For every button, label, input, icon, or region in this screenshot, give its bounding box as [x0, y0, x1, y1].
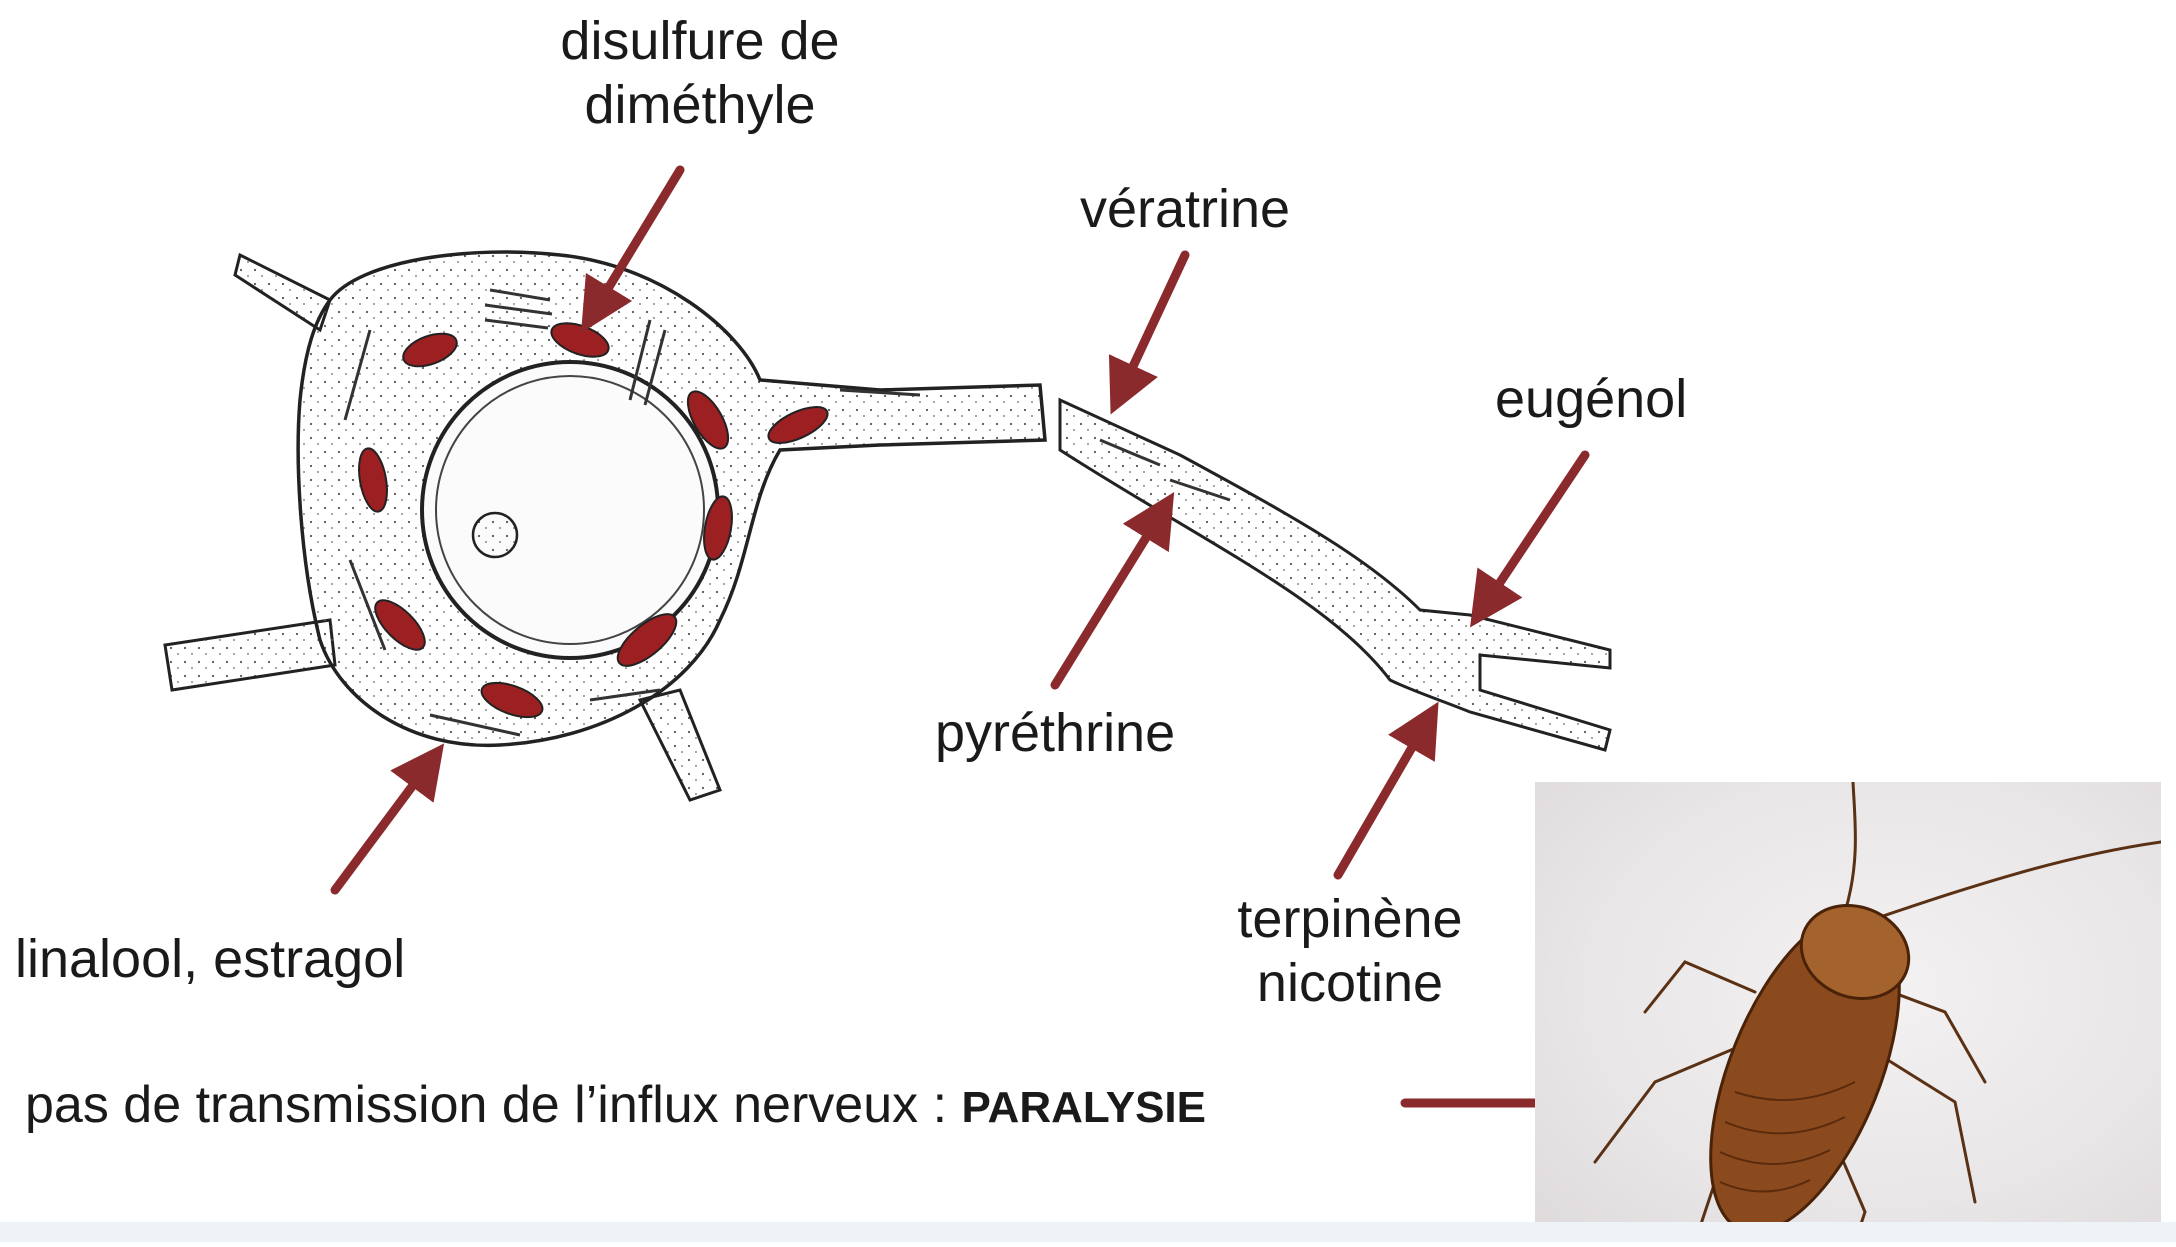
arrow-terpinene [1338, 725, 1425, 875]
label-transmission: pas de transmission de l’influx nerveux … [25, 1075, 1206, 1136]
label-linalool: linalool, estragol [15, 928, 405, 992]
bottom-strip [0, 1222, 2176, 1242]
label-disulfure: disulfure de diméthyle [510, 10, 890, 137]
cockroach-illustration [1535, 782, 2161, 1242]
transmission-text: pas de transmission de l’influx nerveux … [25, 1076, 961, 1134]
paralysie-label: PARALYSIE [961, 1083, 1206, 1132]
label-disulfure-line2: diméthyle [510, 74, 890, 138]
dendrite-top-left [235, 255, 330, 330]
arrow-veratrine [1122, 255, 1185, 390]
label-pyrethrine: pyréthrine [935, 702, 1175, 766]
antenna [1865, 842, 2161, 922]
dendrite-left [165, 620, 335, 690]
arrow-linalool [335, 765, 428, 890]
label-terpinene-nicotine: terpinène nicotine [1200, 888, 1500, 1015]
label-terpinene: terpinène [1200, 888, 1500, 952]
label-veratrine: vératrine [1080, 178, 1290, 242]
cockroach-photo [1535, 782, 2161, 1242]
label-eugenol: eugénol [1495, 368, 1687, 432]
label-disulfure-line1: disulfure de [510, 10, 890, 74]
label-nicotine: nicotine [1200, 952, 1500, 1016]
dendrite-bottom [640, 690, 720, 800]
arrow-pyrethrine [1055, 515, 1160, 685]
nucleus [422, 362, 718, 658]
nucleolus [473, 513, 517, 557]
leg [1875, 1052, 1975, 1202]
antenna [1845, 782, 1855, 912]
arrow-eugenol [1485, 455, 1585, 605]
leg [1645, 962, 1755, 1012]
axon [1060, 400, 1610, 750]
